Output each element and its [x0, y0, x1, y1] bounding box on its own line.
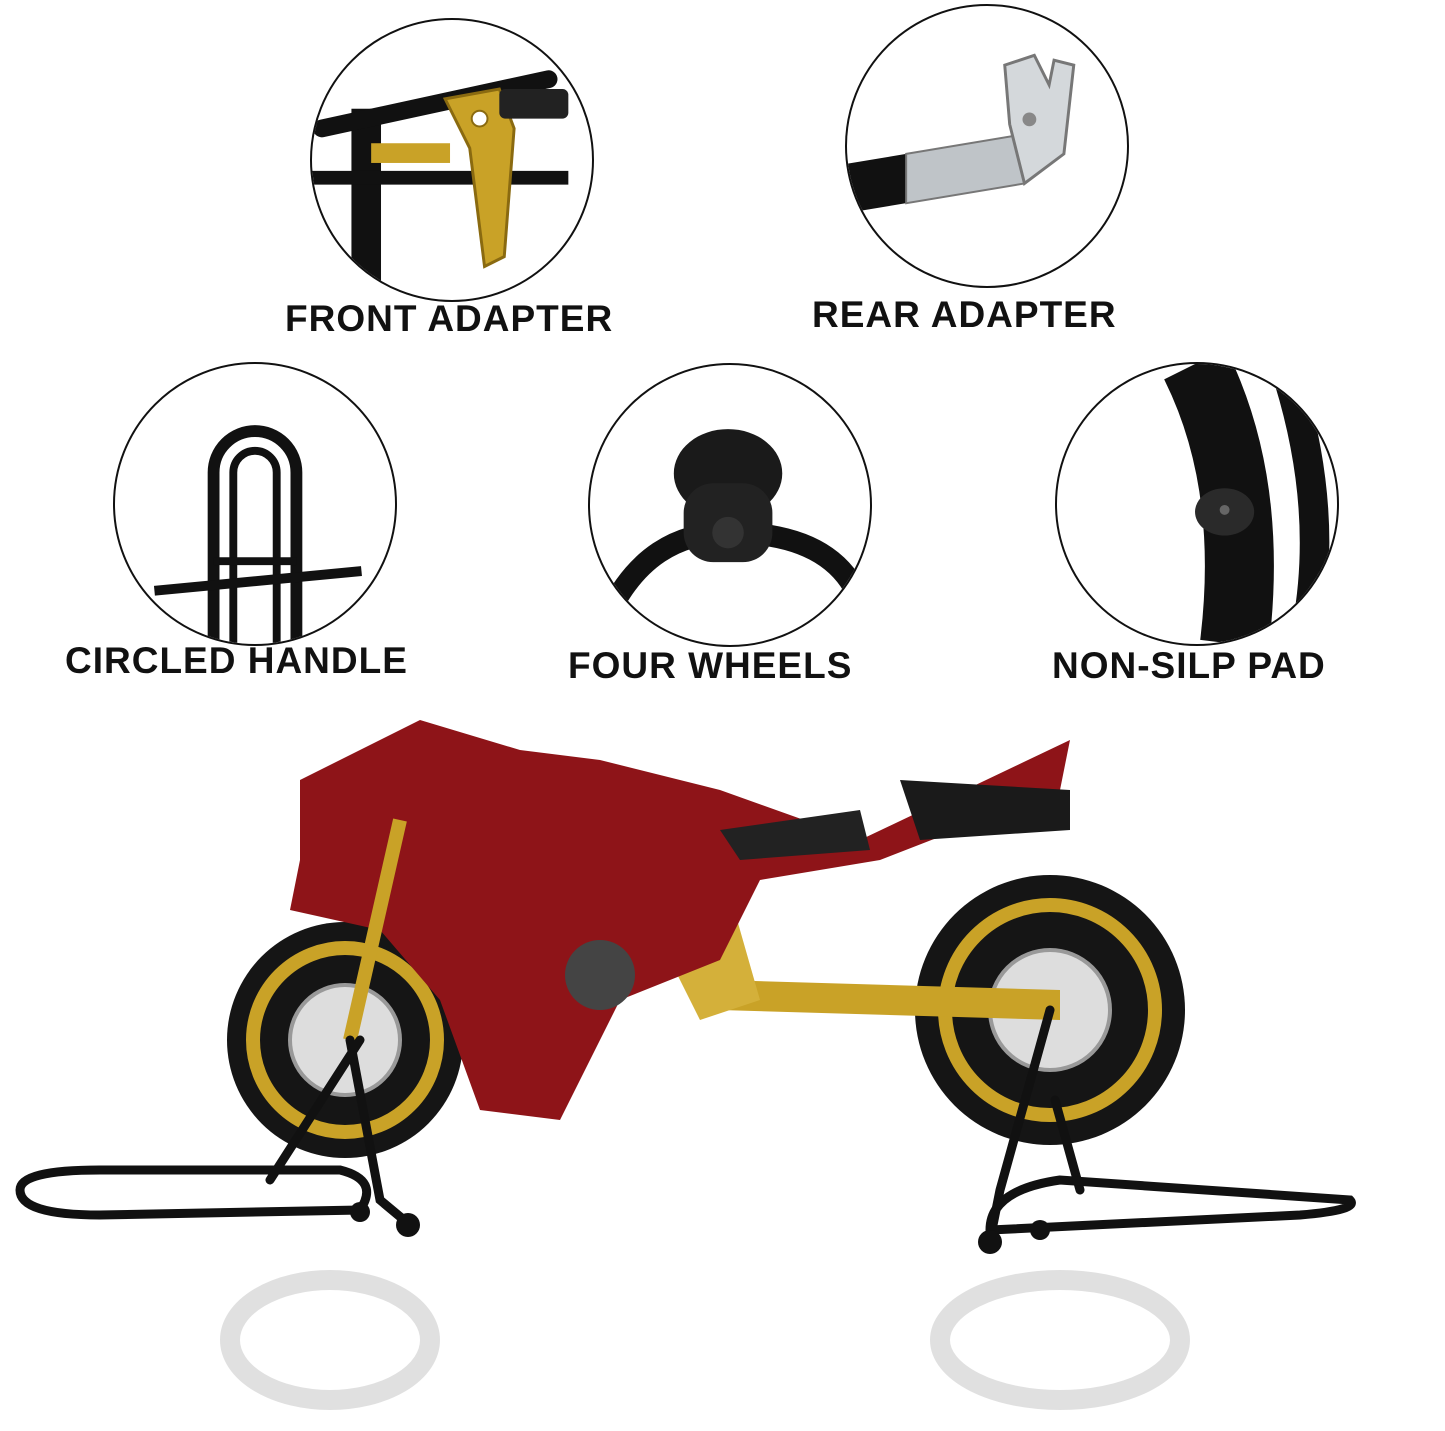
circled-handle-image	[113, 362, 397, 646]
reflection	[220, 1270, 1190, 1410]
four-wheels-image	[588, 363, 872, 647]
motorcycle-on-stands-image	[15, 720, 1356, 1410]
front-adapter-label: FRONT ADAPTER	[285, 298, 614, 339]
motorcycle-body	[290, 720, 1070, 1120]
exhaust	[900, 780, 1070, 840]
four-wheels-label: FOUR WHEELS	[568, 645, 853, 686]
front-adapter-image	[310, 18, 594, 302]
circled-handle-label: CIRCLED HANDLE	[65, 640, 408, 681]
non-slip-pad-label: NON-SILP PAD	[1052, 645, 1326, 686]
rear-stand	[985, 1005, 1356, 1245]
rear-adapter-image	[845, 4, 1129, 288]
rear-adapter-label: REAR ADAPTER	[812, 294, 1117, 335]
non-slip-pad-image	[1055, 362, 1339, 646]
